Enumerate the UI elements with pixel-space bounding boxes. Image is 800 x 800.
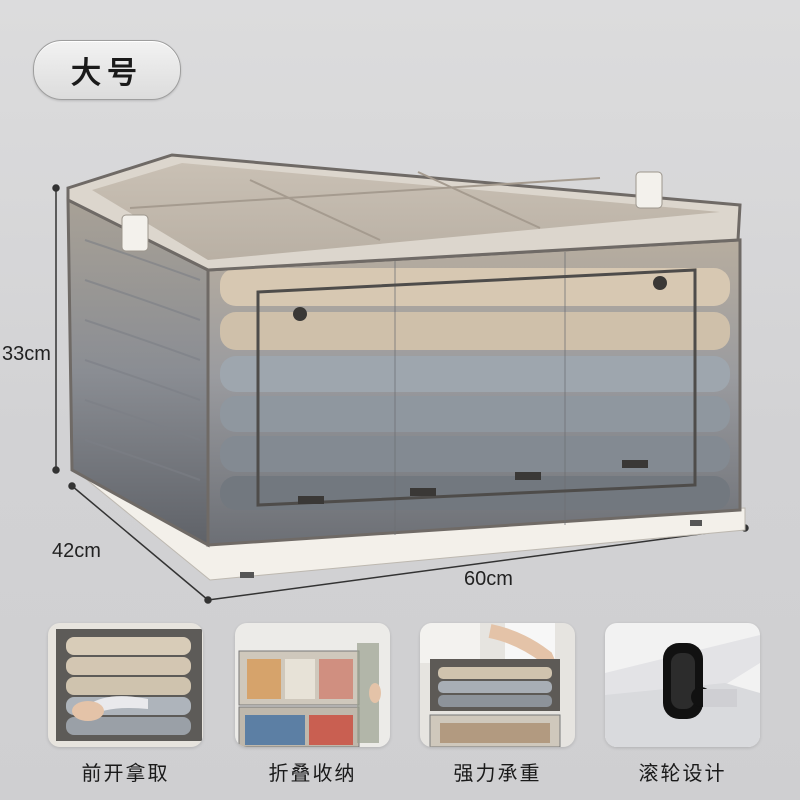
height-label: 33cm <box>2 343 51 365</box>
depth-label: 42cm <box>52 540 101 562</box>
feature-label-foldable: 折叠收纳 <box>268 761 357 785</box>
foldable-storage-photo <box>235 623 390 747</box>
feature-label-wheel: 滚轮设计 <box>638 761 727 785</box>
load-bearing-photo <box>420 623 575 747</box>
dimension-lines <box>52 184 749 604</box>
wheel-design-photo <box>605 623 760 747</box>
front-open-photo <box>48 623 203 747</box>
size-badge: 大号 <box>33 40 181 100</box>
storage-box-illustration <box>52 153 749 604</box>
width-label: 60cm <box>464 568 513 590</box>
feature-label-load-bearing: 强力承重 <box>453 761 542 785</box>
feature-label-front-open: 前开拿取 <box>81 761 170 785</box>
folded-clothes <box>220 252 730 535</box>
